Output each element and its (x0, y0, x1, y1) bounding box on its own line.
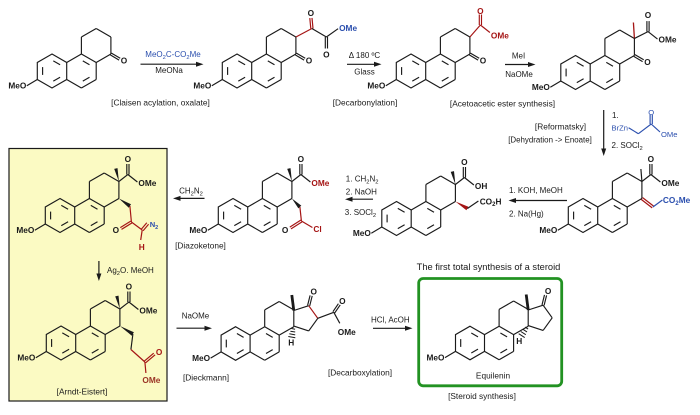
svg-text:OMe: OMe (338, 327, 356, 337)
svg-text:O: O (477, 6, 484, 16)
svg-text:NaOMe: NaOMe (505, 70, 533, 79)
svg-text:O: O (306, 55, 313, 65)
svg-text:O: O (461, 157, 468, 167)
svg-text:OH: OH (475, 181, 487, 191)
svg-text:MeO: MeO (8, 81, 27, 91)
svg-text:NaOMe: NaOMe (182, 312, 210, 321)
svg-text:H: H (516, 336, 522, 346)
svg-text:MeO: MeO (17, 353, 36, 363)
svg-text:O: O (298, 154, 305, 164)
svg-text:MeO: MeO (532, 82, 551, 92)
svg-text:MeO: MeO (367, 81, 386, 91)
svg-text:O: O (644, 57, 651, 67)
svg-text:MeO: MeO (353, 228, 372, 238)
svg-text:O: O (113, 225, 120, 235)
svg-text:O: O (125, 154, 132, 164)
svg-text:OMe: OMe (139, 305, 157, 315)
svg-text:OMe: OMe (491, 31, 509, 41)
svg-text:Glass: Glass (354, 68, 374, 77)
svg-text:1.: 1. (612, 111, 619, 120)
svg-text:[Dieckmann]: [Dieckmann] (183, 373, 229, 383)
svg-text:MeO2​C-CO2​Me: MeO2​C-CO2​Me (145, 50, 201, 61)
svg-text:CO2​H: CO2​H (480, 196, 502, 208)
svg-text:H: H (139, 242, 145, 252)
svg-text:O: O (645, 10, 652, 20)
svg-text:[Arndt-Eistert]: [Arndt-Eistert] (57, 387, 108, 397)
svg-text:[Acetoacetic ester synthesis]: [Acetoacetic ester synthesis] (450, 99, 555, 109)
svg-text:MeO: MeO (539, 225, 558, 235)
svg-text:O: O (126, 282, 133, 292)
svg-text:OMe: OMe (661, 178, 679, 188)
svg-text:[Decarbonylation]: [Decarbonylation] (333, 98, 398, 108)
svg-text:The first total synthesis of a: The first total synthesis of a steroid (417, 262, 561, 272)
svg-text:MeI: MeI (512, 52, 525, 61)
svg-text:O: O (156, 347, 163, 357)
svg-text:MeONa: MeONa (155, 66, 183, 75)
svg-text:O: O (323, 50, 330, 60)
svg-text:OMe: OMe (339, 23, 357, 33)
svg-text:O: O (282, 225, 289, 235)
svg-text:O: O (648, 154, 655, 164)
svg-text:OMe: OMe (138, 178, 156, 188)
svg-text:Equilenin: Equilenin (476, 371, 511, 381)
svg-text:MeO: MeO (16, 225, 35, 235)
svg-text:3. SOCl2​: 3. SOCl2​ (345, 208, 376, 219)
svg-text:O: O (121, 55, 128, 65)
svg-text:OMe: OMe (142, 375, 160, 385)
svg-text:O: O (310, 287, 317, 297)
svg-text:O: O (308, 8, 315, 18)
svg-text:CH2​N2​: CH2​N2​ (179, 187, 203, 198)
svg-text:[Reformatsky]: [Reformatsky] (535, 122, 586, 132)
svg-text:Δ 180 ºC: Δ 180 ºC (349, 51, 381, 60)
svg-text:[Steroid synthesis]: [Steroid synthesis] (448, 391, 516, 401)
svg-text:2. NaOH: 2. NaOH (346, 188, 377, 197)
svg-text:[Decarboxylation]: [Decarboxylation] (328, 368, 392, 378)
svg-text:O: O (480, 55, 487, 65)
svg-text:[Diazoketone]: [Diazoketone] (175, 241, 226, 251)
svg-text:MeO: MeO (193, 81, 212, 91)
svg-text:BrZn: BrZn (612, 124, 628, 133)
svg-text:OMe: OMe (661, 130, 677, 139)
svg-text:O: O (545, 286, 552, 296)
svg-text:Cl: Cl (313, 224, 321, 234)
svg-text:O: O (339, 296, 346, 306)
svg-text:CO2​Me: CO2​Me (663, 195, 691, 207)
svg-text:2. SOCl2​: 2. SOCl2​ (612, 141, 643, 152)
svg-text:MeO: MeO (189, 225, 208, 235)
svg-text:N2​: N2​ (150, 220, 159, 231)
svg-text:HCl, AcOH: HCl, AcOH (371, 316, 410, 325)
svg-text:Ag2​O. MeOH: Ag2​O. MeOH (107, 266, 154, 277)
svg-text:MeO: MeO (427, 352, 446, 362)
svg-text:[Dehydration -> Enoate]: [Dehydration -> Enoate] (508, 136, 592, 145)
svg-text:MeO: MeO (192, 353, 211, 363)
svg-text:[Claisen acylation, oxalate]: [Claisen acylation, oxalate] (111, 98, 210, 108)
svg-text:1. CH2​N2​: 1. CH2​N2​ (346, 175, 379, 186)
svg-text:O: O (648, 108, 654, 117)
svg-text:H: H (288, 338, 294, 348)
svg-text:2. Na(Hg): 2. Na(Hg) (509, 210, 544, 219)
svg-text:1. KOH, MeOH: 1. KOH, MeOH (509, 186, 563, 195)
svg-text:OMe: OMe (659, 35, 677, 45)
svg-text:OMe: OMe (311, 178, 329, 188)
